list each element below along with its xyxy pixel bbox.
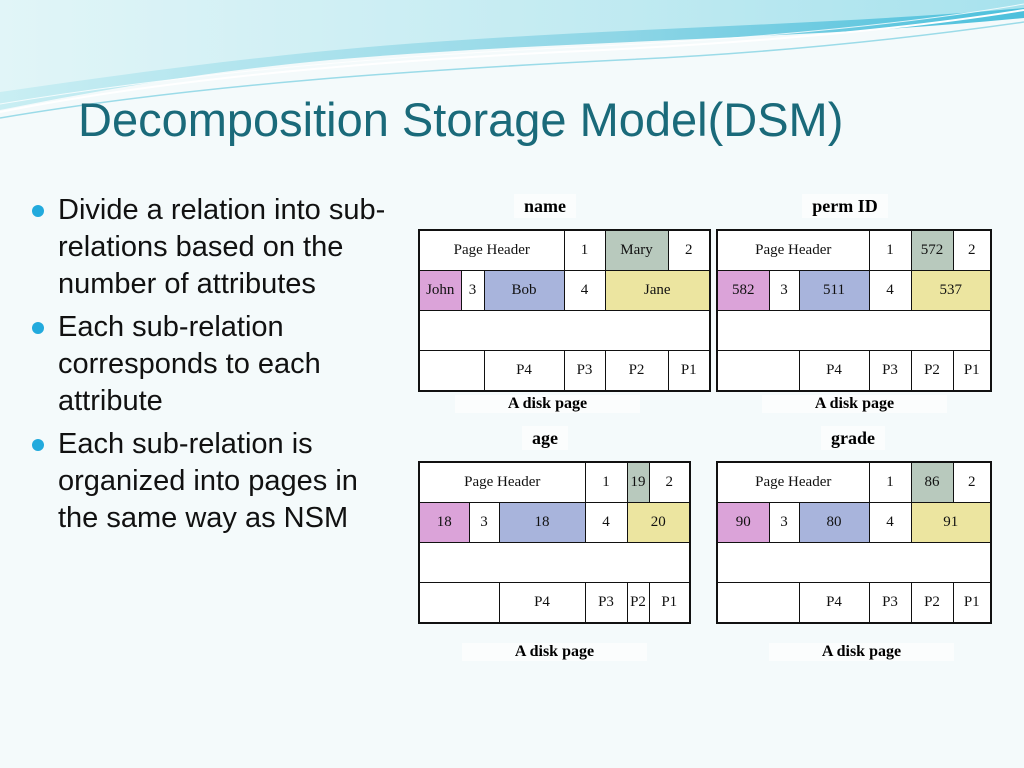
page-title: Decomposition Storage Model(DSM) xyxy=(78,93,844,146)
record-value-cell: John xyxy=(418,270,462,311)
panel-label-name: name xyxy=(470,194,620,218)
pointer-cell: P3 xyxy=(584,582,628,624)
pointer-cell: P1 xyxy=(667,350,711,392)
panel-label-perm-id: perm ID xyxy=(770,194,920,218)
free-space-cell xyxy=(418,542,691,583)
slot-number-cell: 1 xyxy=(868,461,912,503)
slot-number-cell: 4 xyxy=(868,502,912,543)
bullet-item: Divide a relation into sub-relations bas… xyxy=(30,192,390,303)
free-space-cell xyxy=(716,310,992,351)
record-value-cell: 18 xyxy=(498,502,586,543)
pointer-cell: P4 xyxy=(498,582,586,624)
slot-number-cell: 1 xyxy=(584,461,628,503)
record-value-cell: Mary xyxy=(604,229,669,271)
pointer-cell: P2 xyxy=(604,350,669,392)
bullet-text: Each sub-relation corresponds to each at… xyxy=(58,311,321,417)
page-header-cell: Page Header xyxy=(418,229,565,271)
pointer-cell: P2 xyxy=(910,582,954,624)
pointer-cell: P4 xyxy=(798,350,870,392)
panel-label-text: grade xyxy=(821,426,885,450)
bullet-list: Divide a relation into sub-relations bas… xyxy=(30,192,390,543)
disk-page-caption: A disk page xyxy=(762,395,947,413)
panel-label-grade: grade xyxy=(778,426,928,450)
record-value-cell: Bob xyxy=(483,270,565,311)
free-space-cell xyxy=(716,542,992,583)
record-value-cell: 19 xyxy=(626,461,650,503)
slot-number-cell: 2 xyxy=(952,461,992,503)
panel-label-text: age xyxy=(522,426,568,450)
panel-label-text: perm ID xyxy=(802,194,888,218)
slot-number-cell: 3 xyxy=(468,502,500,543)
slot-number-cell: 1 xyxy=(563,229,606,271)
slot-number-cell: 1 xyxy=(868,229,912,271)
pointer-cell: P3 xyxy=(868,582,912,624)
pointer-cell: P3 xyxy=(563,350,606,392)
free-space-cell xyxy=(418,310,711,351)
slot-number-cell: 4 xyxy=(584,502,628,543)
slot-number-cell: 2 xyxy=(952,229,992,271)
slot-number-cell: 2 xyxy=(667,229,711,271)
bullet-item: Each sub-relation is organized into page… xyxy=(30,426,390,537)
bullet-dot-icon xyxy=(32,322,44,334)
disk-page-caption: A disk page xyxy=(769,643,954,661)
page-header-cell: Page Header xyxy=(418,461,586,503)
record-value-cell: 86 xyxy=(910,461,954,503)
pointer-cell: P1 xyxy=(952,350,992,392)
pointer-cell: P3 xyxy=(868,350,912,392)
disk-page-table-grade: Page Header 1 86 2 90 3 80 4 91 P4 P3 P2… xyxy=(716,461,992,624)
record-value-cell: 80 xyxy=(798,502,870,543)
record-value-cell: 582 xyxy=(716,270,770,311)
record-value-cell: Jane xyxy=(604,270,711,311)
disk-page-table-name: Page Header 1 Mary 2 John 3 Bob 4 Jane P… xyxy=(418,229,711,392)
disk-page-table-perm-id: Page Header 1 572 2 582 3 511 4 537 P4 P… xyxy=(716,229,992,392)
pointer-cell: P1 xyxy=(952,582,992,624)
header-wave-decoration xyxy=(0,0,1024,130)
disk-page-caption: A disk page xyxy=(455,395,640,413)
bullet-item: Each sub-relation corresponds to each at… xyxy=(30,309,390,420)
empty-cell xyxy=(418,350,485,392)
record-value-cell: 91 xyxy=(910,502,992,543)
disk-page-caption: A disk page xyxy=(462,643,647,661)
bullet-dot-icon xyxy=(32,205,44,217)
page-header-cell: Page Header xyxy=(716,229,870,271)
record-value-cell: 537 xyxy=(910,270,992,311)
slot-number-cell: 4 xyxy=(563,270,606,311)
disk-page-table-age: Page Header 1 19 2 18 3 18 4 20 P4 P3 P2… xyxy=(418,461,691,624)
empty-cell xyxy=(716,582,800,624)
record-value-cell: 18 xyxy=(418,502,470,543)
pointer-cell: P4 xyxy=(798,582,870,624)
bullet-text: Each sub-relation is organized into page… xyxy=(58,428,358,534)
empty-cell xyxy=(716,350,800,392)
record-value-cell: 90 xyxy=(716,502,770,543)
record-value-cell: 572 xyxy=(910,229,954,271)
pointer-cell: P2 xyxy=(910,350,954,392)
slot-number-cell: 3 xyxy=(768,502,800,543)
pointer-cell: P1 xyxy=(648,582,691,624)
empty-cell xyxy=(418,582,500,624)
slot-number-cell: 4 xyxy=(868,270,912,311)
pointer-cell: P4 xyxy=(483,350,565,392)
slot-number-cell: 2 xyxy=(648,461,691,503)
slot-number-cell: 3 xyxy=(768,270,800,311)
panel-label-age: age xyxy=(470,426,620,450)
pointer-cell: P2 xyxy=(626,582,650,624)
page-header-cell: Page Header xyxy=(716,461,870,503)
slot-number-cell: 3 xyxy=(460,270,485,311)
panel-label-text: name xyxy=(514,194,576,218)
bullet-dot-icon xyxy=(32,439,44,451)
record-value-cell: 20 xyxy=(626,502,691,543)
bullet-text: Divide a relation into sub-relations bas… xyxy=(58,194,386,300)
record-value-cell: 511 xyxy=(798,270,870,311)
